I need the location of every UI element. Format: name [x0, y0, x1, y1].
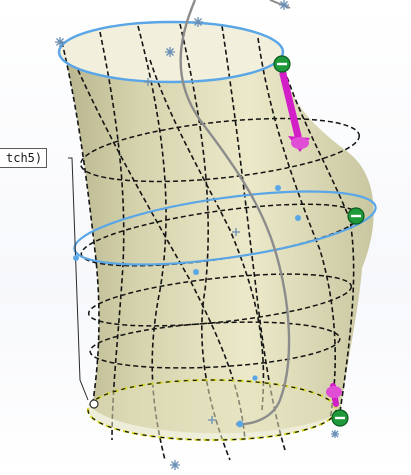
- sketch-point-star-icon[interactable]: [208, 416, 216, 424]
- sketch-point-star-icon[interactable]: [165, 47, 175, 57]
- top-profile-sketch[interactable]: [57, 20, 285, 84]
- callout-leader: [68, 157, 89, 401]
- magenta-drag-arrow-icon[interactable]: [279, 70, 310, 152]
- sketch-point-star-icon[interactable]: [279, 0, 289, 10]
- sketch-point-star-icon[interactable]: [144, 78, 152, 86]
- cross-section-ring: [87, 273, 353, 327]
- green-sphere-connector-icon[interactable]: [273, 55, 291, 73]
- loft-surface-body[interactable]: [62, 33, 374, 434]
- profile-vertex[interactable]: [236, 420, 244, 428]
- guide-curve[interactable]: [179, 0, 291, 426]
- sketch-point-star-icon[interactable]: [232, 228, 240, 236]
- sketch-point-star-icon[interactable]: [193, 17, 203, 27]
- guide-curve-tail: [269, 0, 291, 9]
- sketch-origin-marker[interactable]: [89, 399, 99, 409]
- green-sphere-connector-icon[interactable]: [331, 409, 349, 427]
- profile-vertices: [73, 185, 301, 428]
- feature-callout-label[interactable]: tch5): [0, 148, 48, 168]
- cross-section-ring: [89, 321, 341, 369]
- cross-section-ring: [79, 117, 361, 183]
- profile-vertex[interactable]: [295, 215, 301, 221]
- magenta-drag-arrow-icon[interactable]: [326, 383, 342, 407]
- profile-vertex[interactable]: [252, 375, 258, 381]
- sketch-point-star-icon[interactable]: [170, 460, 180, 470]
- profile-vertex[interactable]: [275, 185, 281, 191]
- isoparm-curve: [99, 31, 125, 441]
- isoparm-curve: [61, 41, 100, 409]
- green-sphere-connector-icon[interactable]: [347, 207, 365, 225]
- bottom-profile-isoparm: [87, 379, 337, 441]
- isoparm-curve: [77, 69, 246, 441]
- profile-vertex[interactable]: [73, 255, 79, 261]
- middle-profile-sketch[interactable]: [70, 177, 379, 279]
- sketch-point-star-icon[interactable]: [55, 37, 65, 47]
- isoparm-curve: [257, 37, 337, 421]
- isoparm-curve: [149, 59, 265, 411]
- sketch-point-star-icon[interactable]: [331, 430, 339, 438]
- profile-vertex[interactable]: [193, 269, 199, 275]
- sketch-points: [55, 0, 339, 470]
